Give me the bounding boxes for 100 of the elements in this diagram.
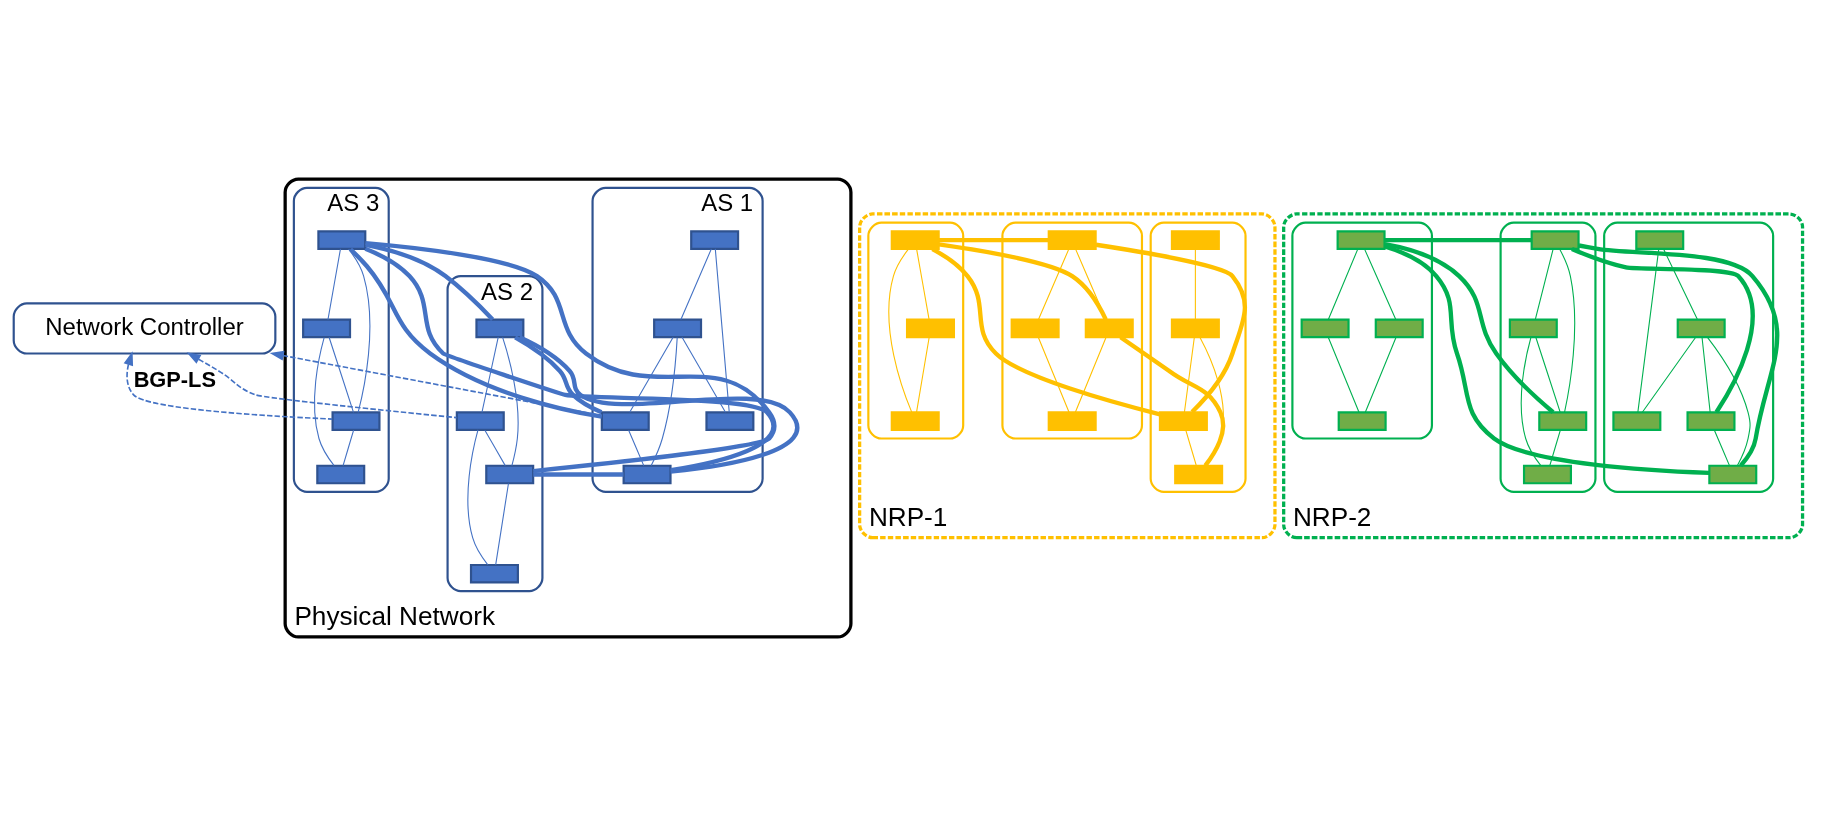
connector [1559,247,1576,413]
connector [1074,336,1107,413]
connector [1183,336,1195,413]
connector [1384,243,1710,475]
connector [1327,336,1360,413]
connector [484,429,506,466]
connector [467,428,489,565]
node-box [1337,410,1387,431]
connector [1384,237,1532,242]
node-box [1170,229,1220,250]
connector [1520,336,1542,466]
node-box [1047,410,1097,431]
connector [888,248,913,413]
node-box [1676,318,1726,338]
cluster [1603,221,1775,493]
node-box: Network Controller [12,301,277,355]
node-box [1686,410,1736,431]
connector [1363,247,1397,320]
cluster [1499,221,1597,493]
connector [1641,336,1697,413]
connector [628,429,645,466]
cluster: NRP-2 [1282,211,1805,539]
connector [342,429,355,466]
node-box [316,464,366,484]
node-box [1538,410,1588,431]
node-box [317,229,367,250]
connector [348,248,371,413]
connector [916,247,930,320]
node-box [905,318,955,338]
connector [1074,247,1107,320]
node-box [653,318,703,338]
connector [938,237,1049,242]
connector [1364,336,1397,413]
cluster: AS 2 [446,274,544,592]
node-box [1300,318,1350,338]
connector [938,241,1108,320]
node-box [1508,318,1558,338]
connector [1701,336,1711,413]
connector [349,247,603,419]
connector [1037,247,1070,320]
connector [629,336,674,413]
arrow [123,350,334,420]
connector [328,336,355,413]
node-box [1374,318,1424,338]
connector [518,334,799,474]
node-box [1336,229,1386,250]
connector [1713,429,1731,466]
cluster [1149,221,1247,493]
connector [681,336,726,413]
arrow [186,351,458,418]
connector [1185,429,1197,466]
cluster: AS 1 [591,186,764,493]
connector [1549,429,1561,466]
node-box [302,318,352,338]
node-box [890,410,940,431]
connector [495,482,509,565]
connector [915,336,930,413]
connector [1384,241,1555,414]
connector [481,336,499,413]
cluster: AS 3 [292,186,390,493]
node-box [1084,318,1134,338]
connector [1327,247,1359,320]
node-box [469,563,519,583]
node-box [1635,229,1685,250]
node-box [705,410,755,431]
connector [502,336,519,466]
connector [650,336,678,466]
node-box [485,464,535,484]
node-box [1170,318,1220,338]
node-box [1158,410,1208,431]
node-box [455,410,505,431]
connector [1535,336,1561,413]
node-box [622,464,672,484]
connector [680,247,712,320]
node-box [600,410,650,431]
connector [1571,246,1755,413]
node-box [1174,464,1224,484]
connector [1037,336,1070,413]
node-box [690,229,740,250]
connector [327,247,342,320]
node-box [1612,410,1662,431]
connector [533,471,624,477]
connector [514,335,603,414]
node-box [1010,318,1060,338]
connector [1194,247,1196,320]
node-box [890,229,940,250]
edge-label: BGP-LS [133,366,216,392]
connector [1707,336,1751,466]
connector [1578,242,1780,467]
connector [1662,247,1698,320]
connector [365,242,495,321]
cluster [867,221,965,440]
node-box [1708,464,1758,484]
connector [1534,247,1554,320]
connector [1637,247,1660,413]
node-box [1522,464,1572,484]
node-box [1530,229,1580,250]
cluster [1291,221,1433,440]
connector [714,247,730,413]
cluster [1001,221,1144,440]
